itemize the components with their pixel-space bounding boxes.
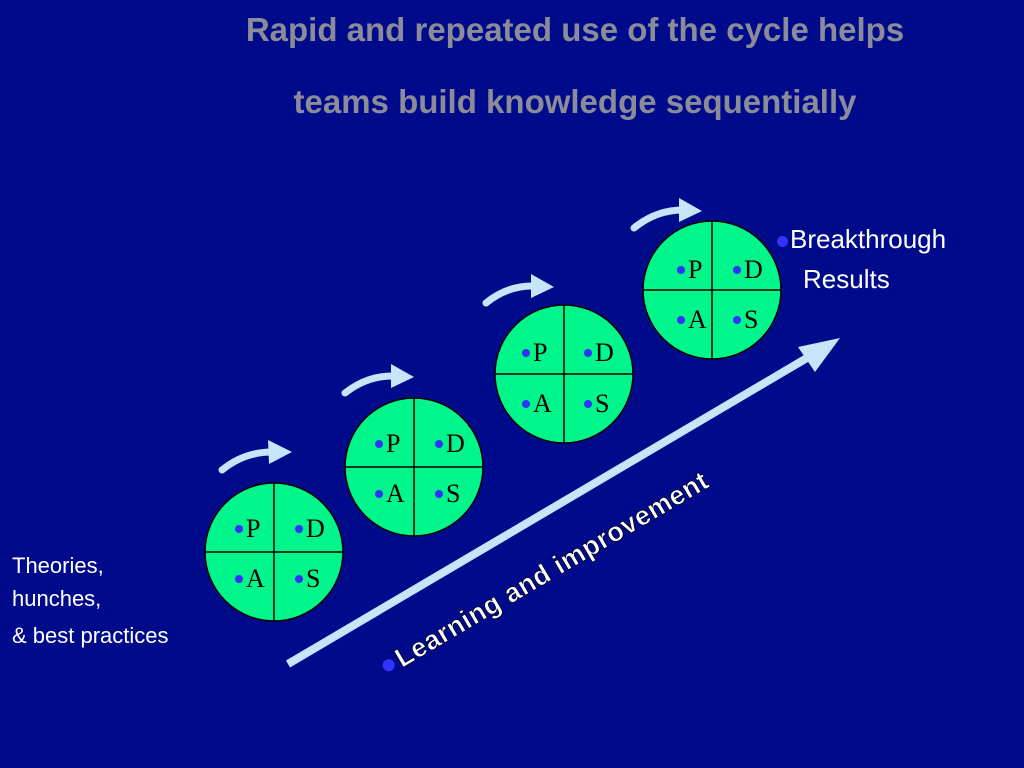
cycle-2-act: A <box>386 479 405 508</box>
cycle-1-do: D <box>306 514 325 543</box>
theories-label: Theories, hunches, & best practices <box>12 549 169 652</box>
cycle-1-act: A <box>246 564 265 593</box>
title-line-2: teams build knowledge sequentially <box>293 83 857 120</box>
theories-line-1: Theories, <box>12 553 104 578</box>
cycle-arrow-2 <box>341 364 414 397</box>
cycle-2-study: S <box>446 479 460 508</box>
breakthrough-line-2: Results <box>803 264 890 294</box>
pdsa-cycle-4: P D A S <box>642 220 782 360</box>
breakthrough-label: Breakthrough Results <box>777 219 946 299</box>
cycle-2-plan: P <box>386 429 400 458</box>
cycle-1-plan: P <box>246 514 260 543</box>
learning-arrow <box>285 338 840 668</box>
pdsa-cycle-3: P D A S <box>494 304 634 444</box>
cycle-4-study: S <box>744 305 758 334</box>
cycle-4-act: A <box>688 305 707 334</box>
cycle-arrow-4 <box>630 198 702 232</box>
cycle-3-act: A <box>533 389 552 418</box>
theories-line-2: hunches, <box>12 586 102 611</box>
cycle-3-study: S <box>595 389 609 418</box>
breakthrough-bullet <box>777 235 788 247</box>
learning-arrow-shaft <box>285 351 815 668</box>
cycle-1-study: S <box>306 564 320 593</box>
pdsa-cycle-1: P D A S <box>204 482 344 622</box>
learning-arrow-head <box>798 338 840 372</box>
cycle-arrow-1 <box>218 440 292 474</box>
cycle-arrow-3 <box>482 274 554 307</box>
cycle-4-do: D <box>744 255 763 284</box>
cycle-3-do: D <box>595 338 614 367</box>
title-line-1: Rapid and repeated use of the cycle help… <box>245 11 905 48</box>
cycle-2-do: D <box>446 429 465 458</box>
breakthrough-line-1: Breakthrough <box>790 224 947 254</box>
learning-label-bullet <box>382 659 395 672</box>
pdsa-cycle-2: P D A S <box>344 397 484 537</box>
cycle-3-plan: P <box>533 338 547 367</box>
cycle-4-plan: P <box>688 255 702 284</box>
theories-line-3: & best practices <box>12 623 169 648</box>
